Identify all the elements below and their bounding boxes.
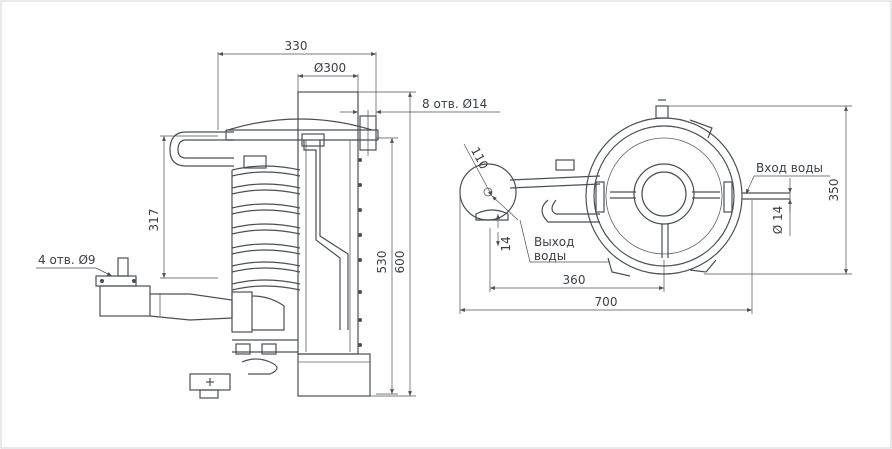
dim-14-outlet: 14 <box>499 236 513 251</box>
top-brackets <box>595 119 733 277</box>
gas-valve <box>189 373 231 399</box>
label-water-outlet-1: Выход <box>534 235 574 249</box>
burner-assembly <box>95 257 285 333</box>
dim-700: 700 <box>595 295 618 309</box>
inlet-pipe <box>169 131 267 169</box>
dim-diameter-14: Ø 14 <box>771 206 785 235</box>
heating-coil <box>231 165 301 296</box>
boiler-base <box>297 353 371 397</box>
label-water-outlet-2: воды <box>534 249 566 263</box>
top-burner-circle <box>459 163 517 221</box>
dim-4-holes-9: 4 отв. Ø9 <box>38 253 96 267</box>
dim-330: 330 <box>285 39 308 53</box>
dim-diameter-300: Ø300 <box>314 61 346 75</box>
boiler-body <box>297 91 359 355</box>
side-dimensions: 330 Ø300 8 отв. Ø14 317 4 отв. Ø9 530 60… <box>36 39 500 397</box>
body-studs <box>358 158 362 347</box>
dim-350: 350 <box>827 179 841 202</box>
dim-8-holes-14: 8 отв. Ø14 <box>422 97 487 111</box>
dim-317: 317 <box>147 209 161 232</box>
dim-360: 360 <box>563 273 586 287</box>
dim-600: 600 <box>393 251 407 274</box>
top-flue <box>633 163 695 225</box>
label-water-inlet: Вход воды <box>756 161 823 175</box>
dim-530: 530 <box>375 251 389 274</box>
top-dimensions: 110 14 360 700 350 Ø 14 <box>459 105 852 314</box>
side-view <box>95 91 379 399</box>
boiler-lid <box>227 118 373 131</box>
top-outer-ring <box>585 117 743 275</box>
